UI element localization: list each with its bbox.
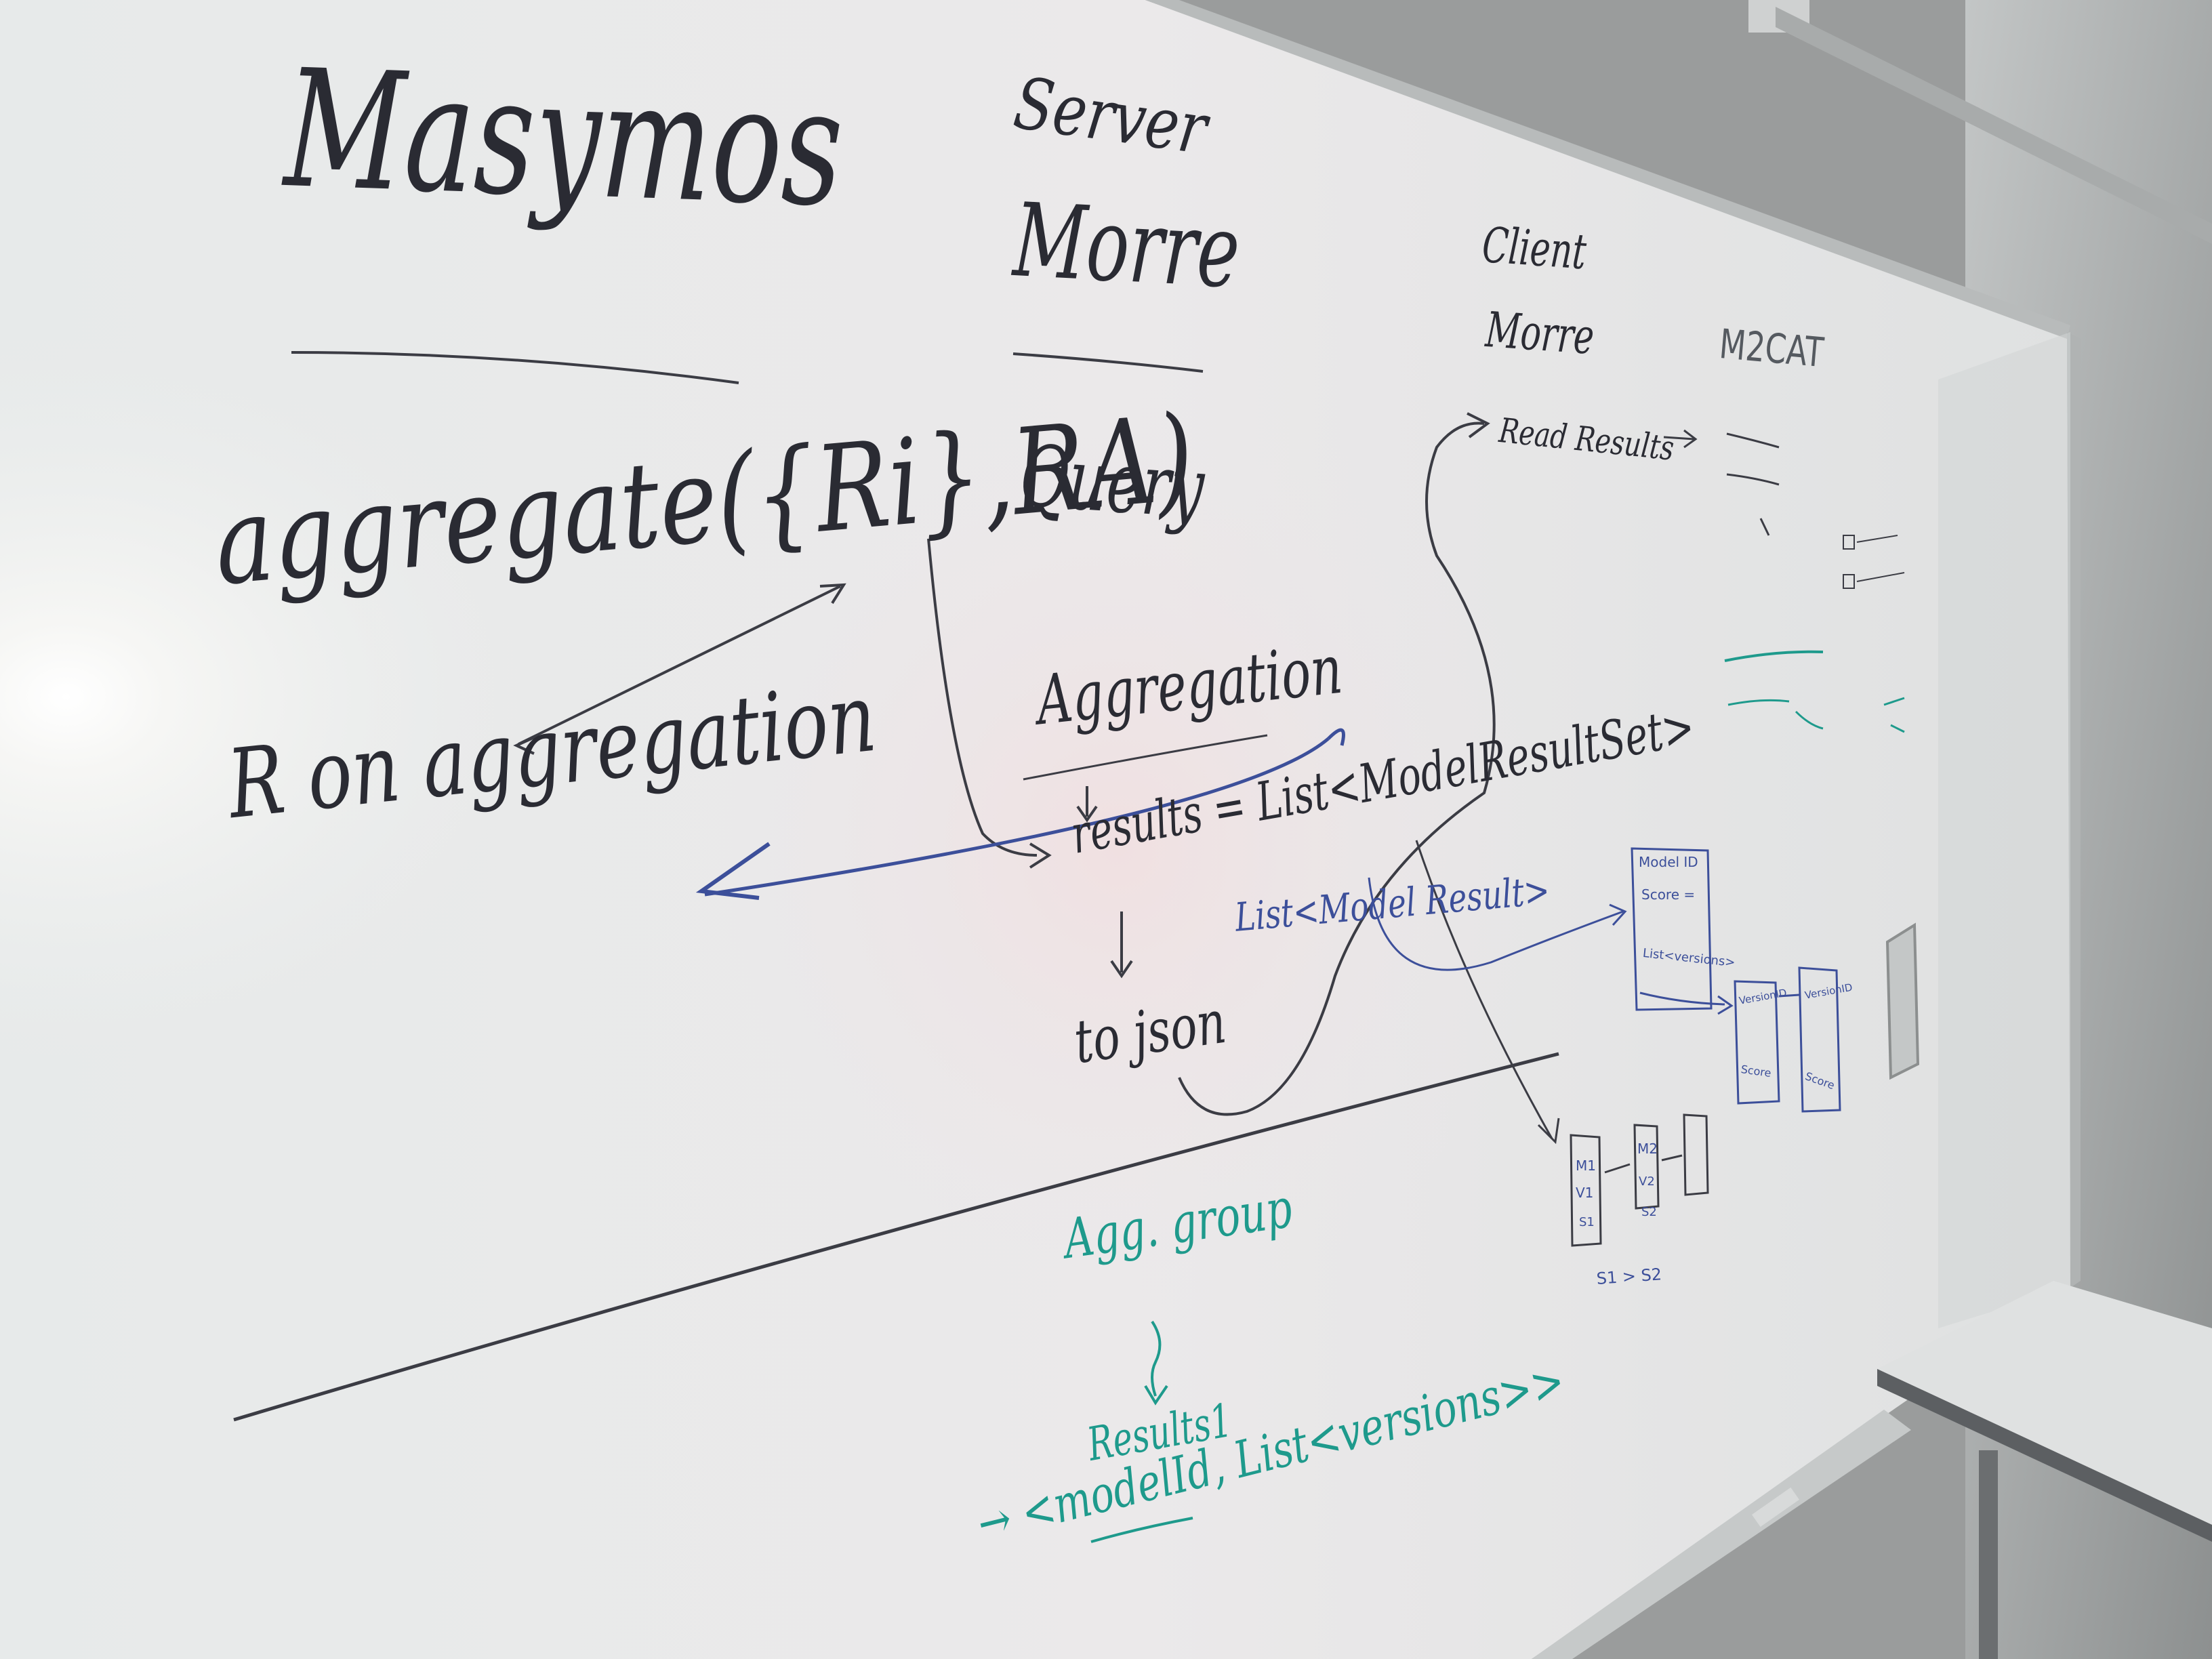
connector-curve	[927, 538, 1038, 857]
arrow-icon	[513, 734, 539, 755]
small-box-3	[1683, 1113, 1709, 1196]
arrow-icon	[819, 583, 846, 605]
client-connector-curve	[1178, 422, 1496, 1116]
arrow-icon	[1717, 995, 1734, 1015]
model-box-link	[1639, 991, 1725, 1006]
blue-return-arrow-tail	[1327, 728, 1345, 746]
handle-icon	[1885, 922, 1920, 1080]
small-v1: V1	[1576, 1185, 1594, 1201]
model-box-score: Score =	[1641, 886, 1696, 903]
light-tint	[678, 373, 1559, 1322]
arrow-icon	[1683, 429, 1698, 449]
title-server-morre: Morre	[1010, 182, 1243, 312]
checkbox-icon	[1843, 574, 1855, 589]
board-right-shadow	[1938, 332, 2070, 1328]
model-box	[1631, 847, 1713, 1011]
version-link	[1778, 994, 1800, 998]
small-box-2	[1633, 1124, 1660, 1210]
m2cat-teal-scribble	[1727, 697, 1905, 733]
arrow-icon	[1609, 903, 1627, 926]
desk-edge	[1877, 1369, 2212, 1542]
title-client: Client	[1480, 216, 1589, 281]
desk-leg	[1979, 1450, 1998, 1659]
desk-top	[1877, 1281, 2212, 1525]
small-s2: S2	[1641, 1205, 1657, 1219]
model-box-id: Model ID	[1639, 854, 1698, 870]
version-box-b	[1798, 966, 1841, 1113]
arrow-icon	[1537, 1118, 1560, 1145]
model-id-underline	[1090, 1517, 1193, 1543]
connector-to-versions	[1415, 840, 1553, 1139]
small-s1: S1	[1579, 1215, 1595, 1229]
small-arrow-2	[1661, 1154, 1683, 1162]
divider-line	[233, 1052, 1559, 1422]
small-box-1	[1570, 1134, 1602, 1247]
small-m2: M2	[1637, 1141, 1658, 1157]
blue-model-arrow	[1368, 877, 1624, 971]
crossing-line	[1023, 734, 1268, 781]
underline-m2cat	[1724, 650, 1824, 662]
arrow-icon	[1076, 805, 1098, 823]
small-arrow-1	[1604, 1163, 1631, 1174]
teal-down-arrow	[1151, 1320, 1162, 1397]
title-client-morre: Morre	[1483, 301, 1596, 365]
s1-gt-s2: S1 > S2	[1595, 1265, 1662, 1288]
version-box-a	[1734, 980, 1780, 1105]
checkbox-icon	[1843, 535, 1855, 550]
arrow-icon	[1467, 412, 1490, 438]
arrow-icon	[1144, 1385, 1168, 1406]
checkbox-label-scribble	[1856, 535, 1905, 582]
blue-return-arrow	[704, 737, 1330, 897]
link-arrow	[518, 585, 841, 745]
small-v2: V2	[1639, 1174, 1655, 1189]
arrow-icon	[695, 842, 771, 900]
arrow-icon	[1029, 842, 1052, 869]
m2cat-scribble	[1726, 432, 1780, 536]
underline-server	[1012, 352, 1204, 373]
arrow-icon	[1110, 960, 1133, 979]
wall-rail	[1776, 7, 2212, 244]
title-m2cat: M2CAT	[1717, 321, 1826, 377]
underline-masymos	[291, 351, 739, 384]
title-masymos: Masymos	[281, 34, 846, 243]
right-arrow	[1663, 436, 1695, 441]
small-m1: M1	[1576, 1158, 1596, 1174]
query-label: Query	[1017, 427, 1208, 538]
